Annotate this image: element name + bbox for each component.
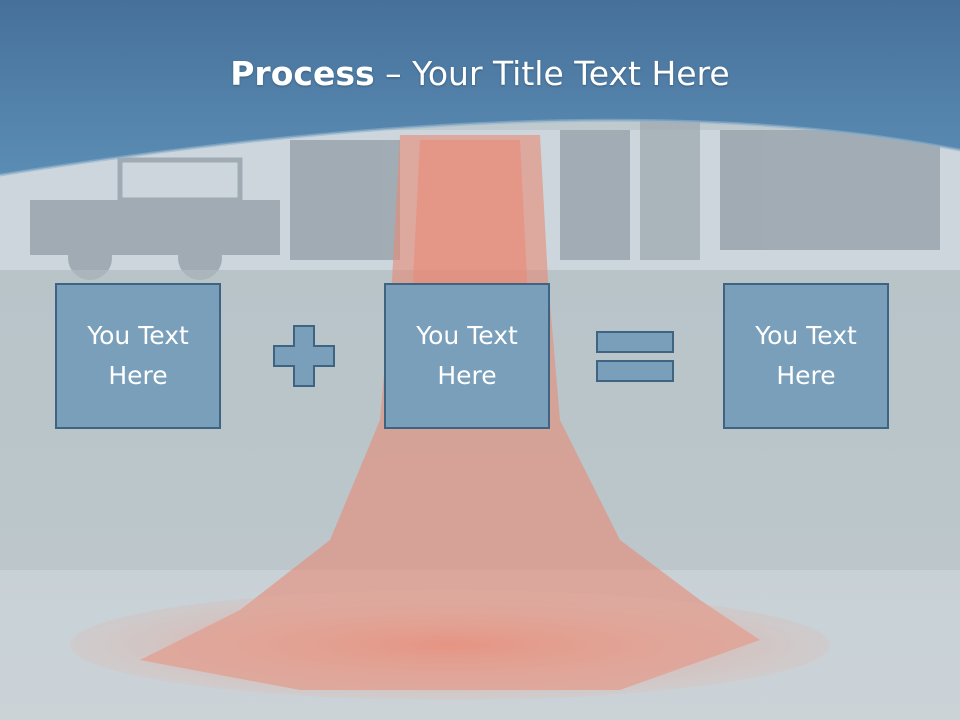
title-rest: – Your Title Text Here xyxy=(374,54,730,93)
process-box-2[interactable]: You Text Here xyxy=(384,283,550,429)
process-box-2-text: You Text Here xyxy=(416,321,518,390)
process-box-3-text: You Text Here xyxy=(755,321,857,390)
equals-icon xyxy=(596,331,674,382)
process-box-1-text: You Text Here xyxy=(87,321,189,390)
process-box-3[interactable]: You Text Here xyxy=(723,283,889,429)
slide-title: Process – Your Title Text Here xyxy=(0,52,960,96)
title-bold: Process xyxy=(230,54,375,93)
plus-icon xyxy=(273,325,335,387)
process-box-1[interactable]: You Text Here xyxy=(55,283,221,429)
